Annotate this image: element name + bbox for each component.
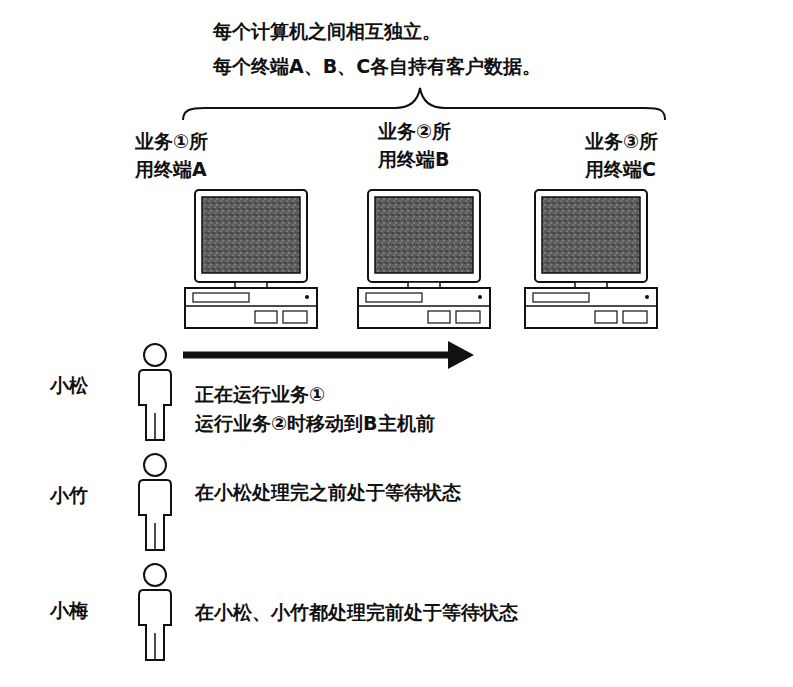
- person-status: 正在运行业务① 运行业务②时移动到B主机前: [195, 380, 435, 438]
- terminal-label: 业务③所 用终端C: [585, 127, 663, 183]
- person-name: 小竹: [50, 482, 88, 508]
- terminal-heading: 业务③所 用终端C: [585, 127, 663, 185]
- text-line: 正在运行业务①: [195, 380, 435, 409]
- text-line: 用终端C: [585, 155, 663, 183]
- text-line: 在小松、小竹都处理完前处于等待状态: [195, 599, 518, 625]
- text-line: 运行业务②时移动到B主机前: [195, 409, 435, 438]
- terminal-heading: 业务①所 用终端A: [135, 127, 213, 185]
- text-line: 小梅: [50, 597, 88, 623]
- terminal-heading: 业务②所 用终端B: [378, 117, 456, 175]
- computer-terminal: [358, 190, 490, 328]
- person-name: 小梅: [50, 597, 88, 623]
- text-line: 用终端A: [135, 155, 213, 183]
- text-line: 用终端B: [378, 145, 456, 173]
- text-line: 业务③所: [585, 127, 663, 155]
- person-status: 在小松、小竹都处理完前处于等待状态: [195, 599, 518, 625]
- text-line: 业务②所: [378, 117, 456, 145]
- computer-terminal: [525, 190, 657, 328]
- person-figure: [139, 564, 171, 660]
- terminal-label: 业务①所 用终端A: [135, 127, 213, 183]
- note-text: 每个计算机之间相互独立。 每个终端A、B、C各自持有客户数据。: [213, 14, 541, 84]
- text-line: 每个终端A、B、C各自持有客户数据。: [213, 49, 541, 84]
- move-arrowhead: [448, 341, 474, 369]
- person-status: 在小松处理完之前处于等待状态: [195, 479, 461, 505]
- terminal-label: 业务②所 用终端B: [378, 117, 456, 173]
- text-line: 业务①所: [135, 127, 213, 155]
- person-name: 小松: [50, 372, 88, 398]
- text-line: 小竹: [50, 482, 88, 508]
- text-line: 每个计算机之间相互独立。: [213, 14, 541, 49]
- curly-brace: [183, 88, 665, 120]
- text-line: 在小松处理完之前处于等待状态: [195, 479, 461, 505]
- person-figure: [139, 344, 171, 440]
- text-line: 小松: [50, 372, 88, 398]
- computer-terminal: [185, 190, 317, 328]
- move-arrow: [183, 352, 452, 359]
- person-figure: [139, 454, 171, 550]
